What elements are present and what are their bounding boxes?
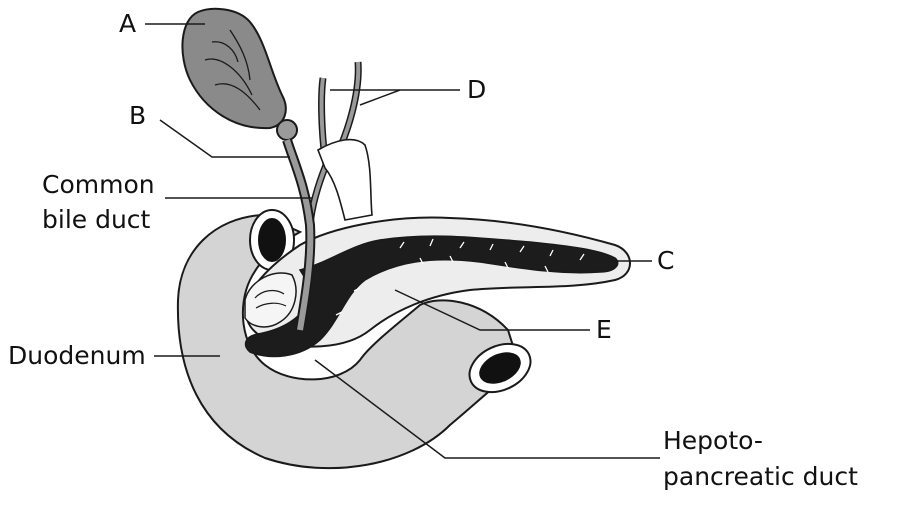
label-hepato-2: pancreatic duct bbox=[663, 462, 858, 491]
label-common-bile-duct-1: Common bbox=[42, 170, 155, 199]
label-hepato-1: Hepoto- bbox=[663, 426, 763, 455]
label-d: D bbox=[467, 75, 487, 104]
cystic-duct-knob bbox=[276, 119, 298, 141]
pancreatic-duct-branches bbox=[335, 238, 585, 316]
gallbladder-veins bbox=[204, 29, 261, 111]
label-e: E bbox=[596, 315, 612, 344]
label-a: A bbox=[119, 9, 137, 38]
pancreatic-duct bbox=[244, 235, 619, 358]
duodenum-upper-lumen bbox=[258, 218, 286, 262]
vessel-stub bbox=[317, 138, 373, 221]
duodenum-lower-lumen bbox=[479, 352, 521, 384]
label-duodenum: Duodenum bbox=[8, 341, 146, 370]
leader-b bbox=[159, 119, 290, 158]
leader-d2 bbox=[359, 89, 401, 106]
duodenum-mucosa bbox=[244, 272, 297, 328]
duodenum-mucosa-folds bbox=[254, 289, 287, 309]
leader-e bbox=[394, 289, 590, 331]
gallbladder-shape bbox=[181, 7, 287, 130]
leader-lines bbox=[145, 23, 660, 459]
label-b: B bbox=[129, 101, 147, 130]
label-c: C bbox=[657, 246, 675, 275]
leader-hepato bbox=[314, 359, 660, 459]
common-bile-duct-inner bbox=[284, 139, 314, 331]
label-common-bile-duct-2: bile duct bbox=[42, 205, 151, 234]
